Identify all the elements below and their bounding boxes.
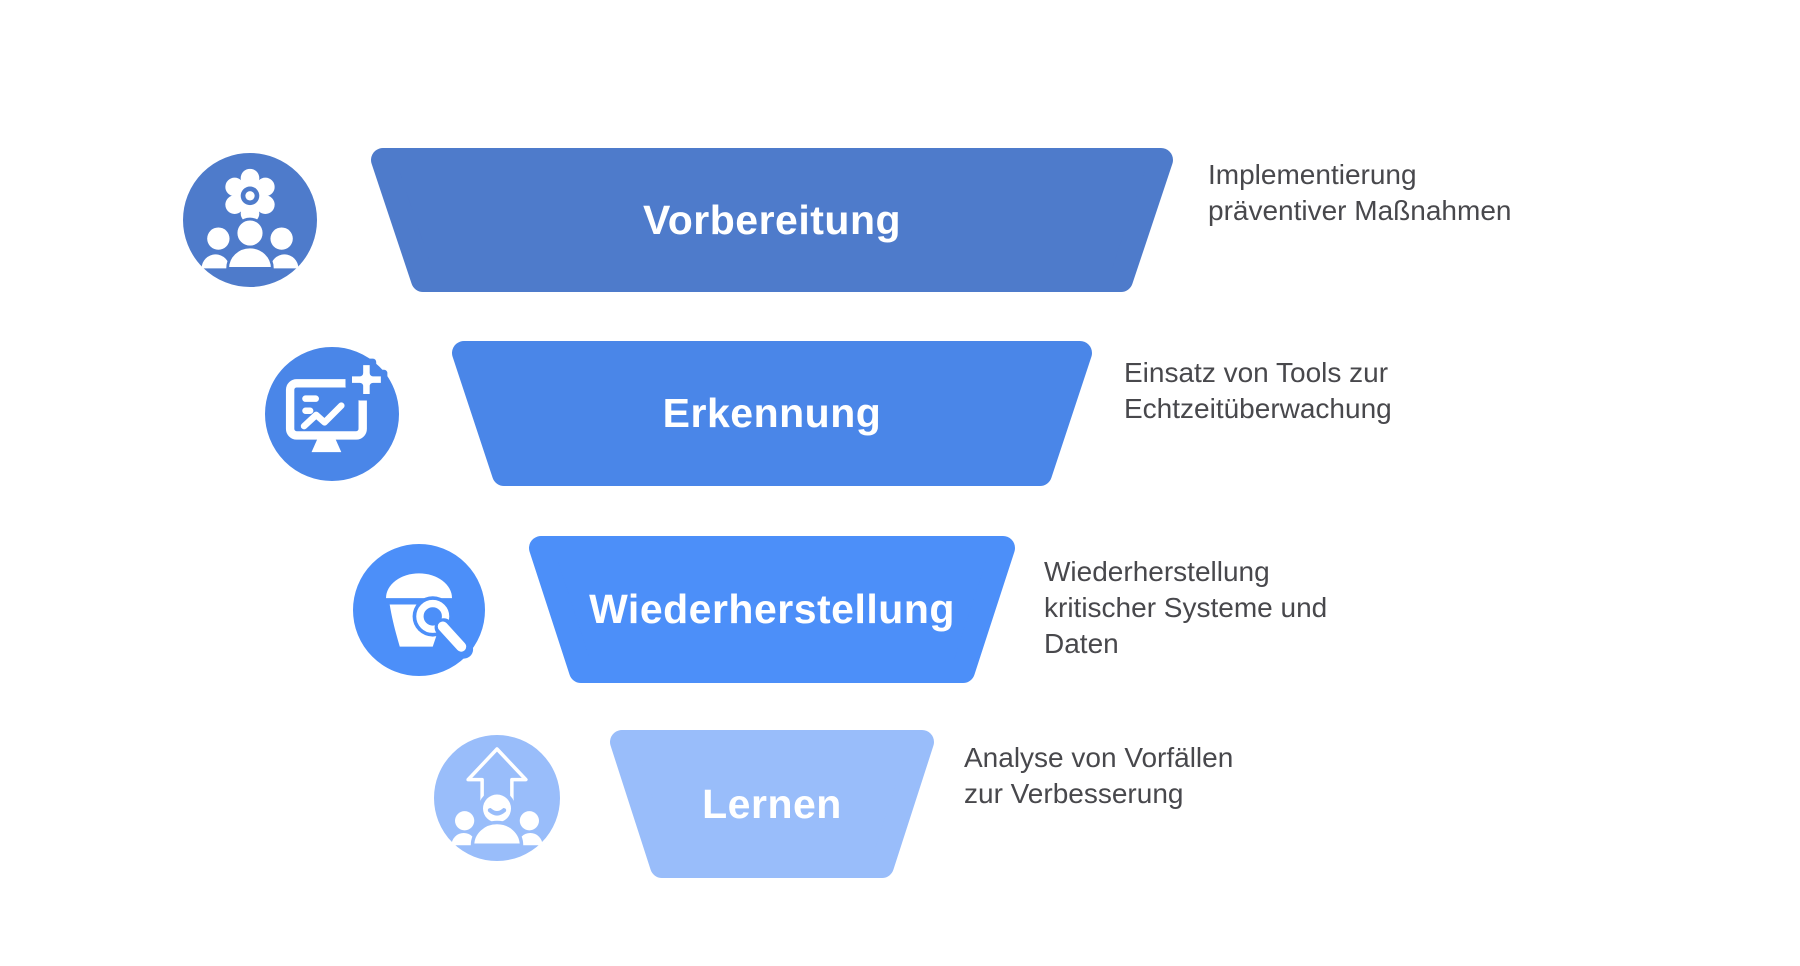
- funnel-trapezoid: [371, 148, 1173, 292]
- funnel-trapezoid: [452, 341, 1092, 486]
- stage-description: Analyse von Vorfällen zur Verbesserung: [964, 742, 1234, 809]
- people-glyph: [201, 217, 299, 270]
- growth-people-icon: [430, 731, 564, 865]
- stage-description: Implementierung präventiver Maßnahmen: [1208, 159, 1512, 226]
- monitor-chart-plus-icon: [261, 343, 403, 485]
- stage-label: Wiederherstellung: [589, 586, 955, 632]
- stage-label: Lernen: [702, 780, 842, 827]
- stage-description: Einsatz von Tools zur Echtzeitüberwachun…: [1124, 357, 1392, 424]
- bucket-search-icon: [349, 540, 489, 680]
- stage-label: Vorbereitung: [642, 196, 902, 243]
- gear-glyph: [225, 168, 275, 223]
- stage-description: Wiederherstellung kritischer Systeme und…: [1044, 556, 1328, 659]
- funnel-trapezoid: [529, 536, 1015, 683]
- stage-label: Erkennung: [662, 390, 882, 436]
- funnel-trapezoid: [610, 730, 934, 878]
- team-gear-icon: [179, 149, 321, 291]
